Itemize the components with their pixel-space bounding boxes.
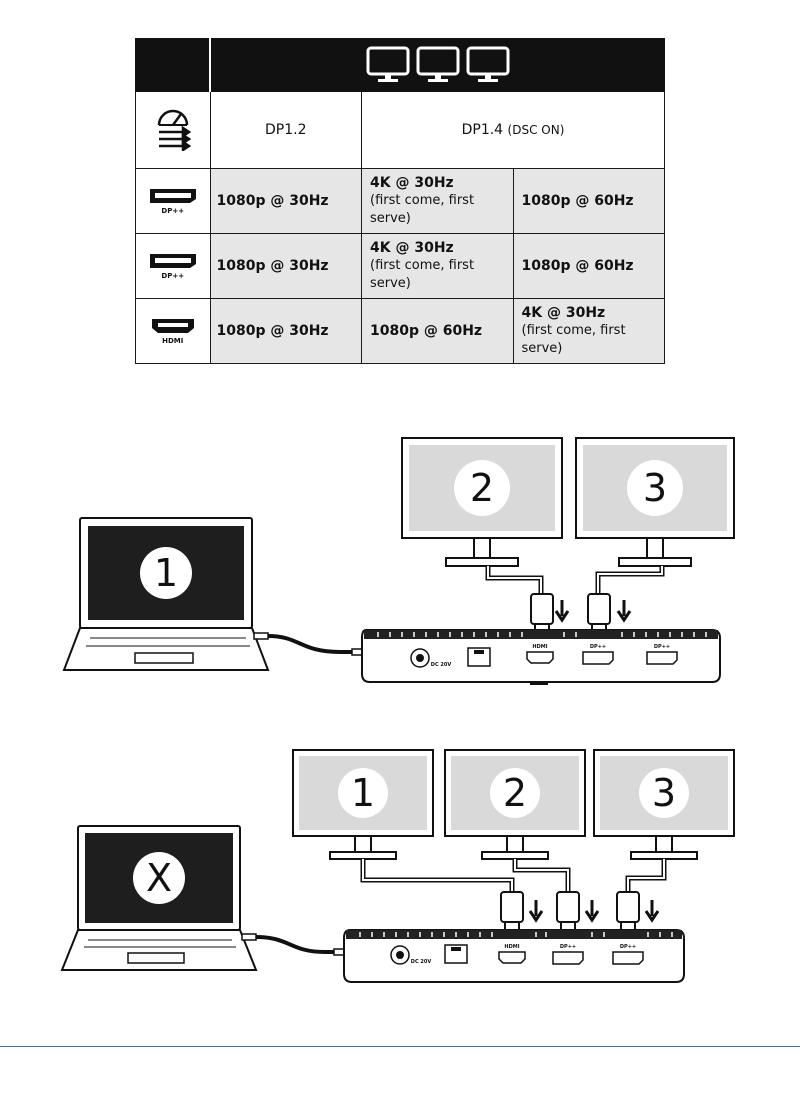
dp12-header: DP1.2: [209, 91, 362, 169]
port-icon-cell: HDMI: [135, 298, 211, 364]
down-arrow-icon: [584, 900, 600, 923]
port-icon-cell: DP++: [135, 233, 211, 299]
table-row: DP++ 1080p @ 30Hz 4K @ 30Hz (first come, …: [135, 233, 665, 299]
compatibility-table: DP1.2 DP1.4 (DSC ON) DP++ 1080p @ 30Hz 4…: [135, 38, 665, 364]
dp12-value: 1080p @ 30Hz: [216, 258, 329, 274]
dp14-a-value: 4K @ 30Hz: [370, 240, 454, 256]
dp-port-label: DP++: [620, 944, 636, 950]
dp14-b-cell: 1080p @ 60Hz: [512, 168, 665, 234]
hdmi-icon: [151, 319, 194, 333]
port-label: DP++: [161, 272, 185, 280]
docking-station: DC 20V HDMI DP++ DP++: [361, 629, 721, 685]
two-monitor-setup-diagram: 2 3 1 DC 20V: [62, 437, 735, 685]
dp12-cell: 1080p @ 30Hz: [209, 298, 362, 364]
monitor: 1: [292, 749, 434, 860]
laptop-number: 1: [154, 551, 178, 595]
dp14-a-note: (first come, first serve): [370, 193, 475, 226]
hdmi-plug: [530, 593, 554, 635]
dp14-b-value: 1080p @ 60Hz: [521, 193, 634, 209]
dp-port-label: DP++: [560, 944, 576, 950]
dp-plug: [616, 891, 640, 933]
table-header-row: [135, 38, 665, 92]
monitor-number: 2: [470, 466, 494, 510]
port-label: DP++: [161, 207, 185, 215]
dp14-a-value: 4K @ 30Hz: [370, 175, 454, 191]
port-icon-cell: DP++: [135, 168, 211, 234]
displayport-icon: [149, 254, 196, 268]
monitor: 3: [575, 437, 735, 567]
dsc-note: (DSC ON): [507, 123, 565, 137]
dp12-value: 1080p @ 30Hz: [216, 193, 329, 209]
dp14-b-value: 4K @ 30Hz: [521, 305, 606, 321]
three-monitors-icon: [366, 46, 509, 82]
hdmi-port-label: HDMI: [504, 944, 519, 950]
bandwidth-gauge-icon: [157, 109, 192, 153]
dp14-b-cell: 4K @ 30Hz (first come, first serve): [512, 298, 665, 364]
dp-plug: [556, 891, 580, 933]
dp14-label: DP1.4: [461, 122, 504, 138]
laptop: X: [60, 825, 258, 971]
monitor: 3: [593, 749, 735, 860]
port-label: HDMI: [162, 337, 184, 345]
dp12-cell: 1080p @ 30Hz: [209, 233, 362, 299]
dc-label: DC 20V: [411, 959, 432, 965]
displayport-icon: [149, 189, 196, 203]
dp14-b-note: (first come, first serve): [521, 323, 626, 356]
dp-plug: [587, 593, 611, 635]
dp12-cell: 1080p @ 30Hz: [209, 168, 362, 234]
dp14-header: DP1.4 (DSC ON): [361, 91, 665, 169]
monitor-number: 1: [351, 771, 375, 815]
dp14-b-value: 1080p @ 60Hz: [521, 258, 634, 274]
table-row: DP++ 1080p @ 30Hz 4K @ 30Hz (first come, …: [135, 168, 665, 234]
monitor-number: 3: [643, 466, 667, 510]
dp14-b-cell: 1080p @ 60Hz: [512, 233, 665, 299]
dc-label: DC 20V: [431, 662, 452, 668]
dp14-a-cell: 4K @ 30Hz (first come, first serve): [361, 168, 514, 234]
down-arrow-icon: [644, 900, 660, 923]
table-row: HDMI 1080p @ 30Hz 1080p @ 60Hz 4K @ 30Hz…: [135, 298, 665, 364]
laptop: 1: [62, 517, 270, 671]
version-row: DP1.2 DP1.4 (DSC ON): [135, 91, 665, 169]
hdmi-port-label: HDMI: [532, 644, 547, 650]
hdmi-plug: [500, 891, 524, 933]
docking-station: DC 20V HDMI DP++ DP++: [343, 929, 685, 983]
monitor: 2: [401, 437, 563, 567]
dp14-a-cell: 4K @ 30Hz (first come, first serve): [361, 233, 514, 299]
dp14-a-value: 1080p @ 60Hz: [370, 323, 483, 339]
dp-port-label: DP++: [590, 644, 606, 650]
dp12-label: DP1.2: [265, 122, 307, 138]
down-arrow-icon: [528, 900, 544, 923]
down-arrow-icon: [554, 600, 570, 623]
footer-divider: [0, 1046, 800, 1047]
speed-cell: [135, 91, 211, 169]
dp14-a-cell: 1080p @ 60Hz: [361, 298, 514, 364]
dp-port-label: DP++: [654, 644, 670, 650]
header-corner-cell: [135, 38, 211, 92]
three-monitor-setup-diagram: 1 2 3 X: [60, 749, 735, 983]
monitor: 2: [444, 749, 586, 860]
dp14-a-note: (first come, first serve): [370, 258, 475, 291]
header-monitors-cell: [209, 38, 665, 92]
dp12-value: 1080p @ 30Hz: [216, 323, 329, 339]
laptop-number: X: [146, 856, 172, 900]
monitor-number: 2: [503, 771, 527, 815]
monitor-number: 3: [652, 771, 676, 815]
down-arrow-icon: [616, 600, 632, 623]
